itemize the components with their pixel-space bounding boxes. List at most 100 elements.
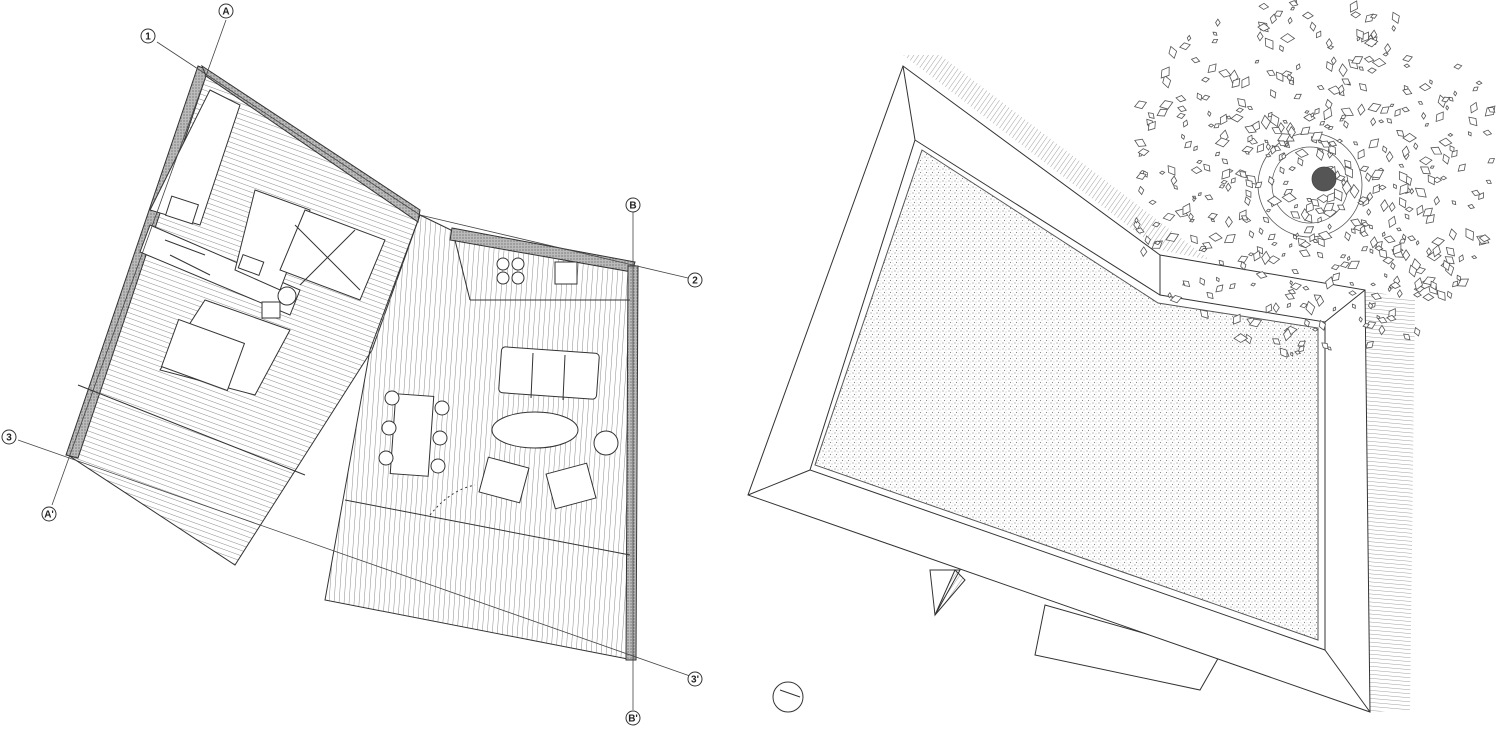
tree-leaf: [1151, 221, 1161, 228]
tree-leaf: [1384, 273, 1388, 278]
tree-leaf: [1168, 45, 1178, 60]
tree-leaf: [1349, 282, 1355, 286]
grid-line-a: [51, 19, 227, 506]
tree-leaves: [1133, 0, 1496, 358]
tree-leaf: [1265, 303, 1273, 314]
tree-leaf: [1279, 347, 1288, 358]
tree-leaf: [1418, 83, 1432, 92]
tree-leaf: [1309, 21, 1317, 32]
tree-leaf: [1299, 240, 1312, 249]
tree-leaf: [1261, 250, 1271, 266]
tree-leaf: [1414, 187, 1427, 198]
tree-leaf: [1207, 110, 1212, 117]
tree-leaf: [1244, 196, 1251, 207]
tree-leaf: [1162, 212, 1176, 222]
tree-leaf: [1387, 286, 1392, 293]
tree-leaf: [1134, 217, 1139, 224]
closet-line: [164, 239, 206, 256]
closet-line: [169, 254, 211, 276]
tree-leaf: [1196, 92, 1203, 101]
sofa-cushion: [530, 352, 534, 399]
tree-leaf: [1206, 291, 1214, 300]
grid-marker-b-prime: B': [625, 710, 641, 726]
tree-leaf: [1338, 63, 1348, 78]
tree-leaf: [1295, 232, 1299, 238]
tree-leaf: [1248, 318, 1263, 328]
tree-leaf: [1289, 280, 1293, 286]
tree-leaf: [1265, 153, 1272, 158]
tree-leaf: [1475, 80, 1483, 86]
shower-x: [299, 229, 356, 286]
deck-line: [344, 499, 631, 556]
grid-marker-3: 3: [1, 429, 17, 445]
tree-leaf: [1445, 104, 1450, 111]
tree-leaf: [1267, 111, 1273, 118]
grid-marker-label: 1: [145, 32, 151, 43]
tree-leaf: [1182, 202, 1191, 216]
tree-leaf: [1371, 57, 1387, 68]
roof-chamfer: [902, 65, 916, 141]
tree-leaf: [1346, 255, 1351, 262]
tree-leaf: [1351, 303, 1356, 310]
tree-leaf: [1429, 79, 1433, 85]
tree-leaf: [1138, 185, 1145, 196]
tree-leaf: [1287, 288, 1297, 295]
tree-leaf: [1256, 31, 1264, 42]
tree-leaf: [1135, 227, 1145, 234]
tree-leaf: [1327, 126, 1334, 130]
tree-leaf: [1309, 233, 1316, 243]
tree-leaf: [1182, 280, 1191, 288]
tree-leaf: [1407, 235, 1417, 242]
tree-leaf: [1300, 208, 1310, 222]
tree-leaf: [1293, 203, 1299, 209]
tree-leaf: [1350, 218, 1363, 227]
tree-leaf: [1196, 159, 1203, 164]
tree-leaf: [1436, 289, 1446, 301]
tree-leaf: [1199, 277, 1206, 286]
tree-leaf: [1453, 90, 1458, 97]
grid-line-1: [156, 41, 421, 216]
tree-leaf: [1240, 215, 1249, 221]
tree-leaf: [1297, 157, 1304, 167]
tree-leaf: [1303, 226, 1315, 234]
tree-leaf: [1137, 148, 1150, 157]
tree-leaf: [1201, 76, 1210, 83]
tree-leaf: [1277, 140, 1287, 147]
lower-volume-left: [934, 569, 966, 616]
tree-leaf: [1413, 142, 1419, 151]
tree-leaf: [1269, 13, 1277, 25]
grid-marker-b: B: [625, 197, 641, 213]
tree-leaf: [1203, 163, 1211, 172]
tree-leaf: [1240, 260, 1247, 271]
tree-leaf: [1367, 67, 1377, 74]
tree-leaf: [1144, 235, 1151, 246]
tree-leaf: [1241, 76, 1250, 89]
tree-leaf: [1182, 119, 1189, 128]
tree-leaf: [1421, 111, 1427, 120]
tree-leaf: [1352, 141, 1359, 146]
tree-leaf: [1218, 184, 1226, 189]
tree-leaf: [1270, 113, 1280, 128]
tree-leaf: [1422, 293, 1435, 302]
tree-leaf: [1377, 316, 1388, 324]
tree-leaf: [1283, 328, 1292, 342]
tree-leaf: [1254, 59, 1260, 64]
tree-leaf: [1398, 238, 1407, 244]
tree-leaf: [1447, 132, 1454, 137]
grid-markers: A A' B B' 1 2 3 3': [1, 3, 703, 726]
tree-leaf: [1297, 340, 1306, 347]
grid-marker-1: 1: [140, 28, 156, 44]
tree-leaf: [1316, 294, 1325, 308]
tree-leaf: [1160, 66, 1170, 79]
tree-leaf: [1370, 292, 1382, 300]
tree-leaf: [1358, 316, 1363, 323]
tree-leaf: [1317, 216, 1322, 224]
tree-leaf: [1404, 213, 1410, 220]
tree-leaf: [1366, 208, 1372, 216]
tree-leaf: [1415, 239, 1420, 246]
tree-leaf: [1485, 179, 1492, 184]
tree-leaf: [1388, 201, 1396, 213]
tree-leaf: [1393, 183, 1397, 190]
tree-leaf: [1179, 42, 1191, 51]
grid-marker-label: A: [222, 7, 229, 18]
